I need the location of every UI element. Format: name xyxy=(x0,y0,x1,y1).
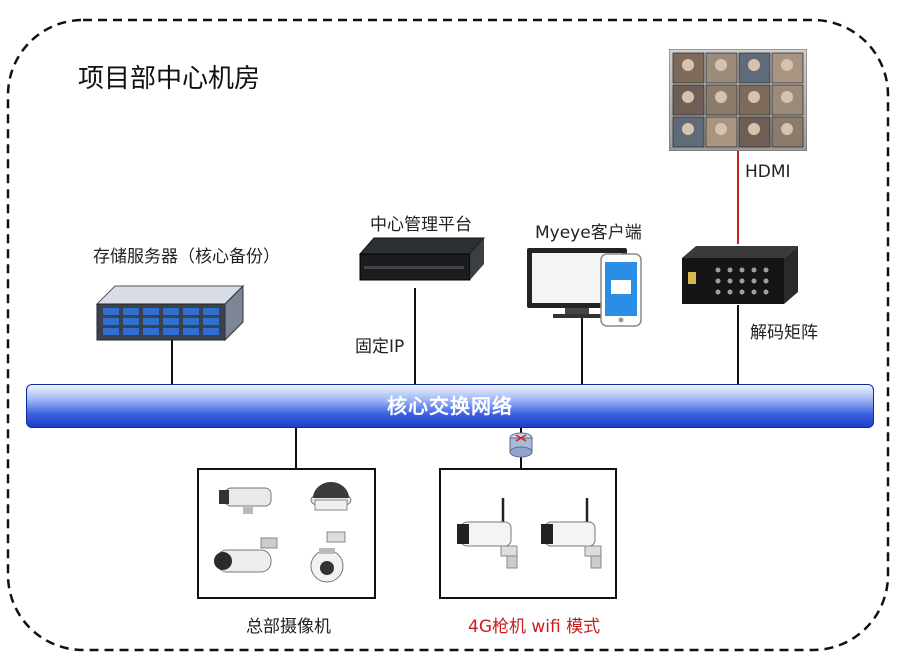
video-tile xyxy=(771,84,804,116)
drive-bay xyxy=(143,328,159,335)
mgmt-label: 中心管理平台 xyxy=(370,215,472,235)
decoder-button xyxy=(751,289,757,295)
decoder-button xyxy=(751,267,757,273)
decoder-matrix-icon xyxy=(682,246,798,304)
wifi-bullet-camera-icon xyxy=(457,498,518,569)
hq-cameras-box xyxy=(197,468,376,599)
video-tile-figure xyxy=(781,91,793,103)
dome-camera-icon xyxy=(310,482,352,511)
decoder-button xyxy=(727,289,733,295)
drive-bay xyxy=(183,318,199,325)
wifi-cameras-label: 4G枪机 wifi 模式 xyxy=(468,617,601,637)
wifi-cameras-icons xyxy=(457,498,602,569)
decoder-button xyxy=(715,267,721,273)
hdmi-label: HDMI xyxy=(745,162,791,182)
video-tile-figure xyxy=(715,91,727,103)
wifi-bullet-camera-icon xyxy=(541,498,602,569)
drive-bay xyxy=(143,308,159,315)
storage-label: 存储服务器（核心备份） xyxy=(93,247,280,267)
video-tile-figure xyxy=(748,59,760,71)
hq-cameras-icons xyxy=(214,482,352,583)
decoder-button xyxy=(739,289,745,295)
drive-bay xyxy=(203,318,219,325)
drive-bay xyxy=(183,308,199,315)
drive-bay xyxy=(123,318,139,325)
video-tile-figure xyxy=(748,123,760,135)
drive-bay xyxy=(103,328,119,335)
video-wall-image xyxy=(669,49,807,151)
decoder-button xyxy=(715,289,721,295)
bullet-camera-icon xyxy=(219,487,272,514)
video-tile-figure xyxy=(781,59,793,71)
decoder-button xyxy=(727,278,733,284)
client-label: Myeye客户端 xyxy=(535,223,642,243)
fixed-ip-label: 固定IP xyxy=(355,337,405,357)
mgmt-server-icon xyxy=(358,237,486,281)
client-devices-icon xyxy=(527,248,642,327)
decoder-button xyxy=(763,289,769,295)
video-tile-figure xyxy=(682,91,694,103)
decoder-button xyxy=(727,267,733,273)
video-tile-figure xyxy=(781,123,793,135)
router-icon xyxy=(509,432,533,458)
drive-bay xyxy=(163,318,179,325)
video-tile-figure xyxy=(715,59,727,71)
drive-bay xyxy=(143,318,159,325)
decoder-label: 解码矩阵 xyxy=(750,323,818,343)
drive-bay xyxy=(123,328,139,335)
drive-bay xyxy=(203,308,219,315)
core-network-bus: 核心交换网络 xyxy=(26,384,874,428)
decoder-button xyxy=(763,278,769,284)
drive-bay xyxy=(203,328,219,335)
bullet-camera-icon xyxy=(214,537,278,573)
decoder-button xyxy=(739,267,745,273)
decoder-button xyxy=(751,278,757,284)
diagram-title: 项目部中心机房 xyxy=(78,64,261,94)
video-tile-figure xyxy=(682,123,694,135)
video-tile-figure xyxy=(682,59,694,71)
drive-bay xyxy=(163,328,179,335)
drive-bay xyxy=(103,308,119,315)
drive-bay xyxy=(123,308,139,315)
ptz-camera-icon xyxy=(310,531,346,583)
video-tile-figure xyxy=(715,123,727,135)
drive-bay xyxy=(103,318,119,325)
drive-bay xyxy=(183,328,199,335)
storage-server-icon xyxy=(95,284,245,342)
drive-bay xyxy=(163,308,179,315)
core-network-label: 核心交换网络 xyxy=(387,394,513,418)
video-tile-figure xyxy=(748,91,760,103)
decoder-button xyxy=(739,278,745,284)
hq-cameras-label: 总部摄像机 xyxy=(246,617,331,637)
decoder-button xyxy=(763,267,769,273)
wifi-cameras-box xyxy=(439,468,617,599)
decoder-button xyxy=(715,278,721,284)
